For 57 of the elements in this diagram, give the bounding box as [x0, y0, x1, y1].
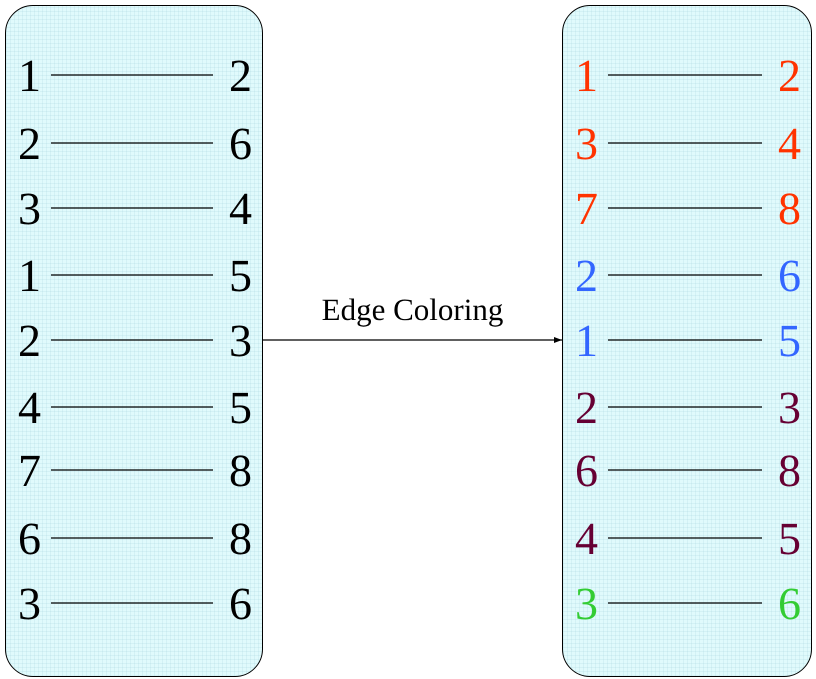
connector-line	[51, 537, 213, 539]
vertex-number: 8	[763, 445, 801, 497]
vertex-number: 5	[763, 513, 801, 565]
vertex-number: 4	[18, 382, 52, 434]
vertex-number: 2	[18, 315, 52, 367]
connector-line	[51, 207, 213, 209]
vertex-number: 2	[575, 382, 609, 434]
connector-line	[608, 537, 762, 539]
vertex-number: 6	[763, 250, 801, 302]
vertex-number: 2	[18, 118, 52, 170]
connector-line	[608, 274, 762, 276]
vertex-number: 4	[575, 513, 609, 565]
connector-line	[51, 74, 213, 76]
vertex-number: 8	[214, 445, 252, 497]
vertex-number: 3	[763, 382, 801, 434]
vertex-number: 3	[18, 578, 52, 630]
connector-line	[608, 602, 762, 604]
vertex-number: 8	[214, 513, 252, 565]
connector-line	[608, 339, 762, 341]
vertex-number: 7	[18, 445, 52, 497]
vertex-number: 1	[18, 50, 52, 102]
vertex-number: 4	[763, 118, 801, 170]
connector-line	[51, 142, 213, 144]
vertex-number: 2	[575, 250, 609, 302]
vertex-number: 1	[575, 315, 609, 367]
vertex-number: 3	[18, 183, 52, 235]
vertex-number: 6	[575, 445, 609, 497]
connector-line	[51, 406, 213, 408]
vertex-number: 8	[763, 183, 801, 235]
vertex-number: 2	[763, 50, 801, 102]
vertex-number: 2	[214, 50, 252, 102]
vertex-number: 5	[214, 382, 252, 434]
connector-line	[51, 469, 213, 471]
vertex-number: 3	[214, 315, 252, 367]
connector-line	[608, 74, 762, 76]
vertex-number: 6	[214, 118, 252, 170]
connector-line	[608, 406, 762, 408]
vertex-number: 6	[18, 513, 52, 565]
arrow	[263, 337, 562, 343]
connector-line	[608, 469, 762, 471]
vertex-number: 3	[575, 118, 609, 170]
vertex-number: 6	[763, 578, 801, 630]
vertex-number: 5	[214, 250, 252, 302]
connector-line	[51, 602, 213, 604]
vertex-number: 7	[575, 183, 609, 235]
vertex-number: 6	[214, 578, 252, 630]
vertex-number: 3	[575, 578, 609, 630]
vertex-number: 4	[214, 183, 252, 235]
vertex-number: 5	[763, 315, 801, 367]
panel-box	[5, 5, 263, 677]
connector-line	[51, 339, 213, 341]
connector-line	[51, 274, 213, 276]
panel-box	[562, 5, 812, 677]
vertex-number: 1	[18, 250, 52, 302]
vertex-number: 1	[575, 50, 609, 102]
connector-line	[608, 207, 762, 209]
connector-line	[608, 142, 762, 144]
